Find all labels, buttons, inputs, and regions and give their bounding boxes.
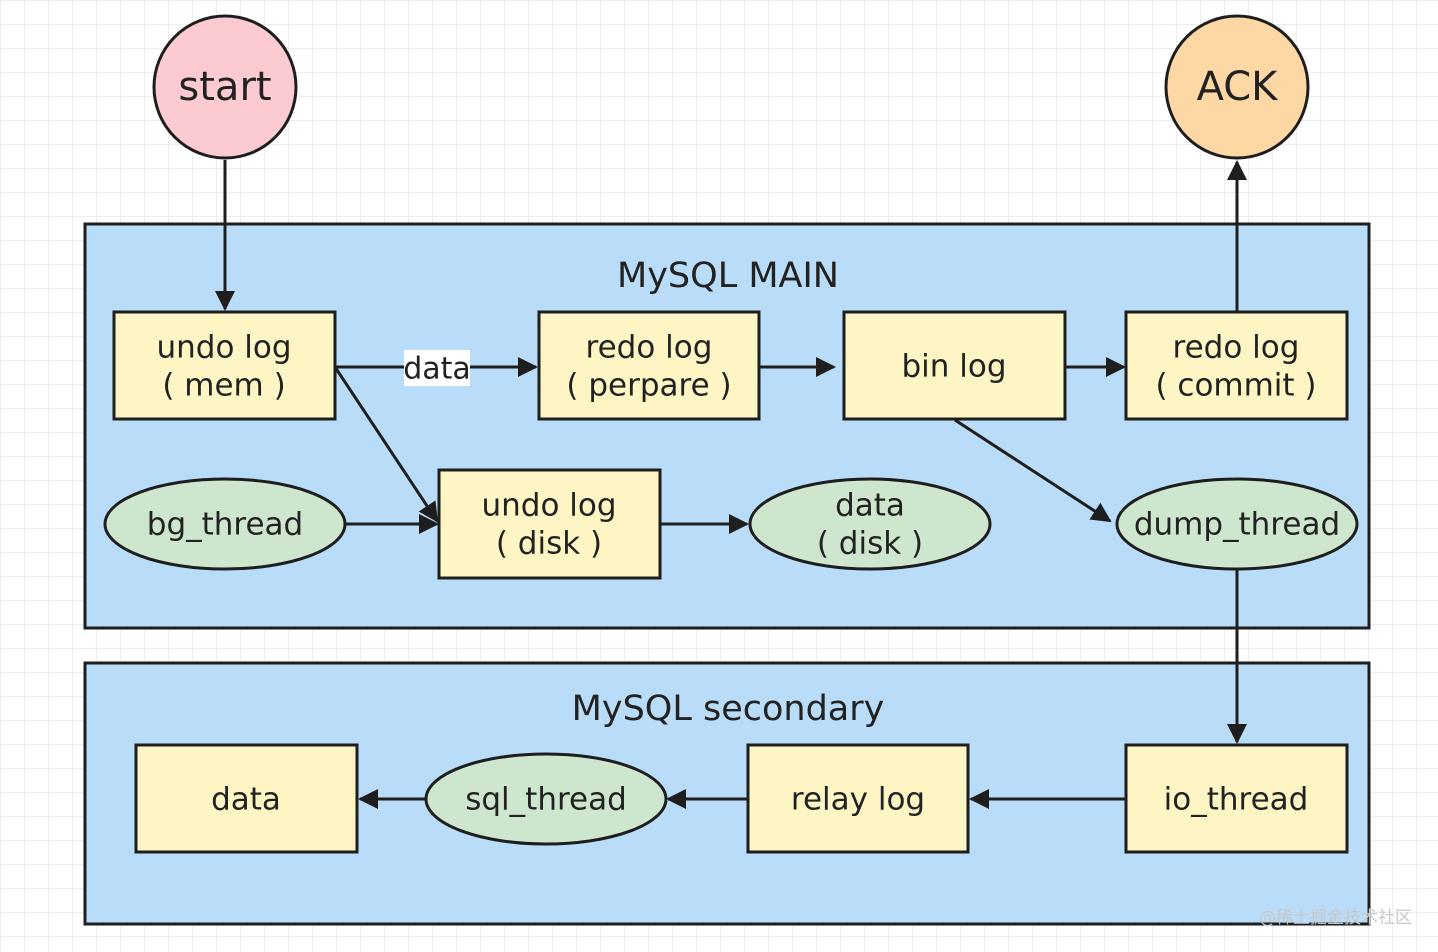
edge-undo-mem-to-undo-disk — [333, 366, 439, 523]
redo-log-commit-label-1: redo log — [1173, 330, 1300, 366]
sql-thread-node — [424, 752, 668, 846]
redo-log-commit-box — [1124, 310, 1349, 421]
mysql-main-title: MySQL MAIN — [617, 256, 839, 296]
bin-log-label: bin log — [901, 349, 1006, 385]
undo-log-mem-label-1: undo log — [156, 330, 291, 366]
bg-thread-node — [103, 477, 347, 571]
redo-log-prepare-label-1: redo log — [586, 330, 713, 366]
ack-label: ACK — [1197, 64, 1280, 110]
data-box — [134, 743, 359, 854]
bg-thread-label: bg_thread — [147, 507, 303, 543]
io-thread-label: io_thread — [1164, 782, 1309, 818]
relay-log-label: relay log — [791, 782, 925, 818]
data-disk-node — [748, 477, 992, 571]
io-thread-box — [1124, 743, 1349, 854]
redo-log-commit-label-2: ( commit ) — [1155, 368, 1316, 404]
sql-thread-label: sql_thread — [465, 782, 627, 818]
dump-thread-label: dump_thread — [1134, 507, 1340, 543]
start-label: start — [178, 64, 271, 110]
bin-log-box — [842, 310, 1067, 421]
relay-log-box — [746, 743, 970, 854]
edge-bin-log-to-dump-thread — [954, 418, 1112, 523]
watermark: @稀土掘金技术社区 — [1259, 908, 1412, 928]
edge-label-data-bg — [404, 350, 470, 386]
undo-log-disk-label-2: ( disk ) — [496, 526, 602, 562]
data-disk-label-1: data — [835, 488, 905, 524]
edge-label-data: data — [403, 352, 471, 387]
data-disk-label-2: ( disk ) — [817, 526, 923, 562]
undo-log-mem-box — [112, 310, 337, 421]
start-node — [152, 14, 298, 160]
undo-log-disk-label-1: undo log — [481, 488, 616, 524]
undo-log-disk-box — [437, 468, 662, 580]
redo-log-prepare-label-2: ( perpare ) — [566, 368, 731, 404]
data-label: data — [211, 782, 281, 818]
redo-log-prepare-box — [537, 310, 761, 421]
ack-node — [1164, 14, 1310, 160]
undo-log-mem-label-2: ( mem ) — [162, 368, 285, 404]
mysql-secondary-title: MySQL secondary — [572, 689, 885, 729]
dump-thread-node — [1115, 477, 1359, 571]
